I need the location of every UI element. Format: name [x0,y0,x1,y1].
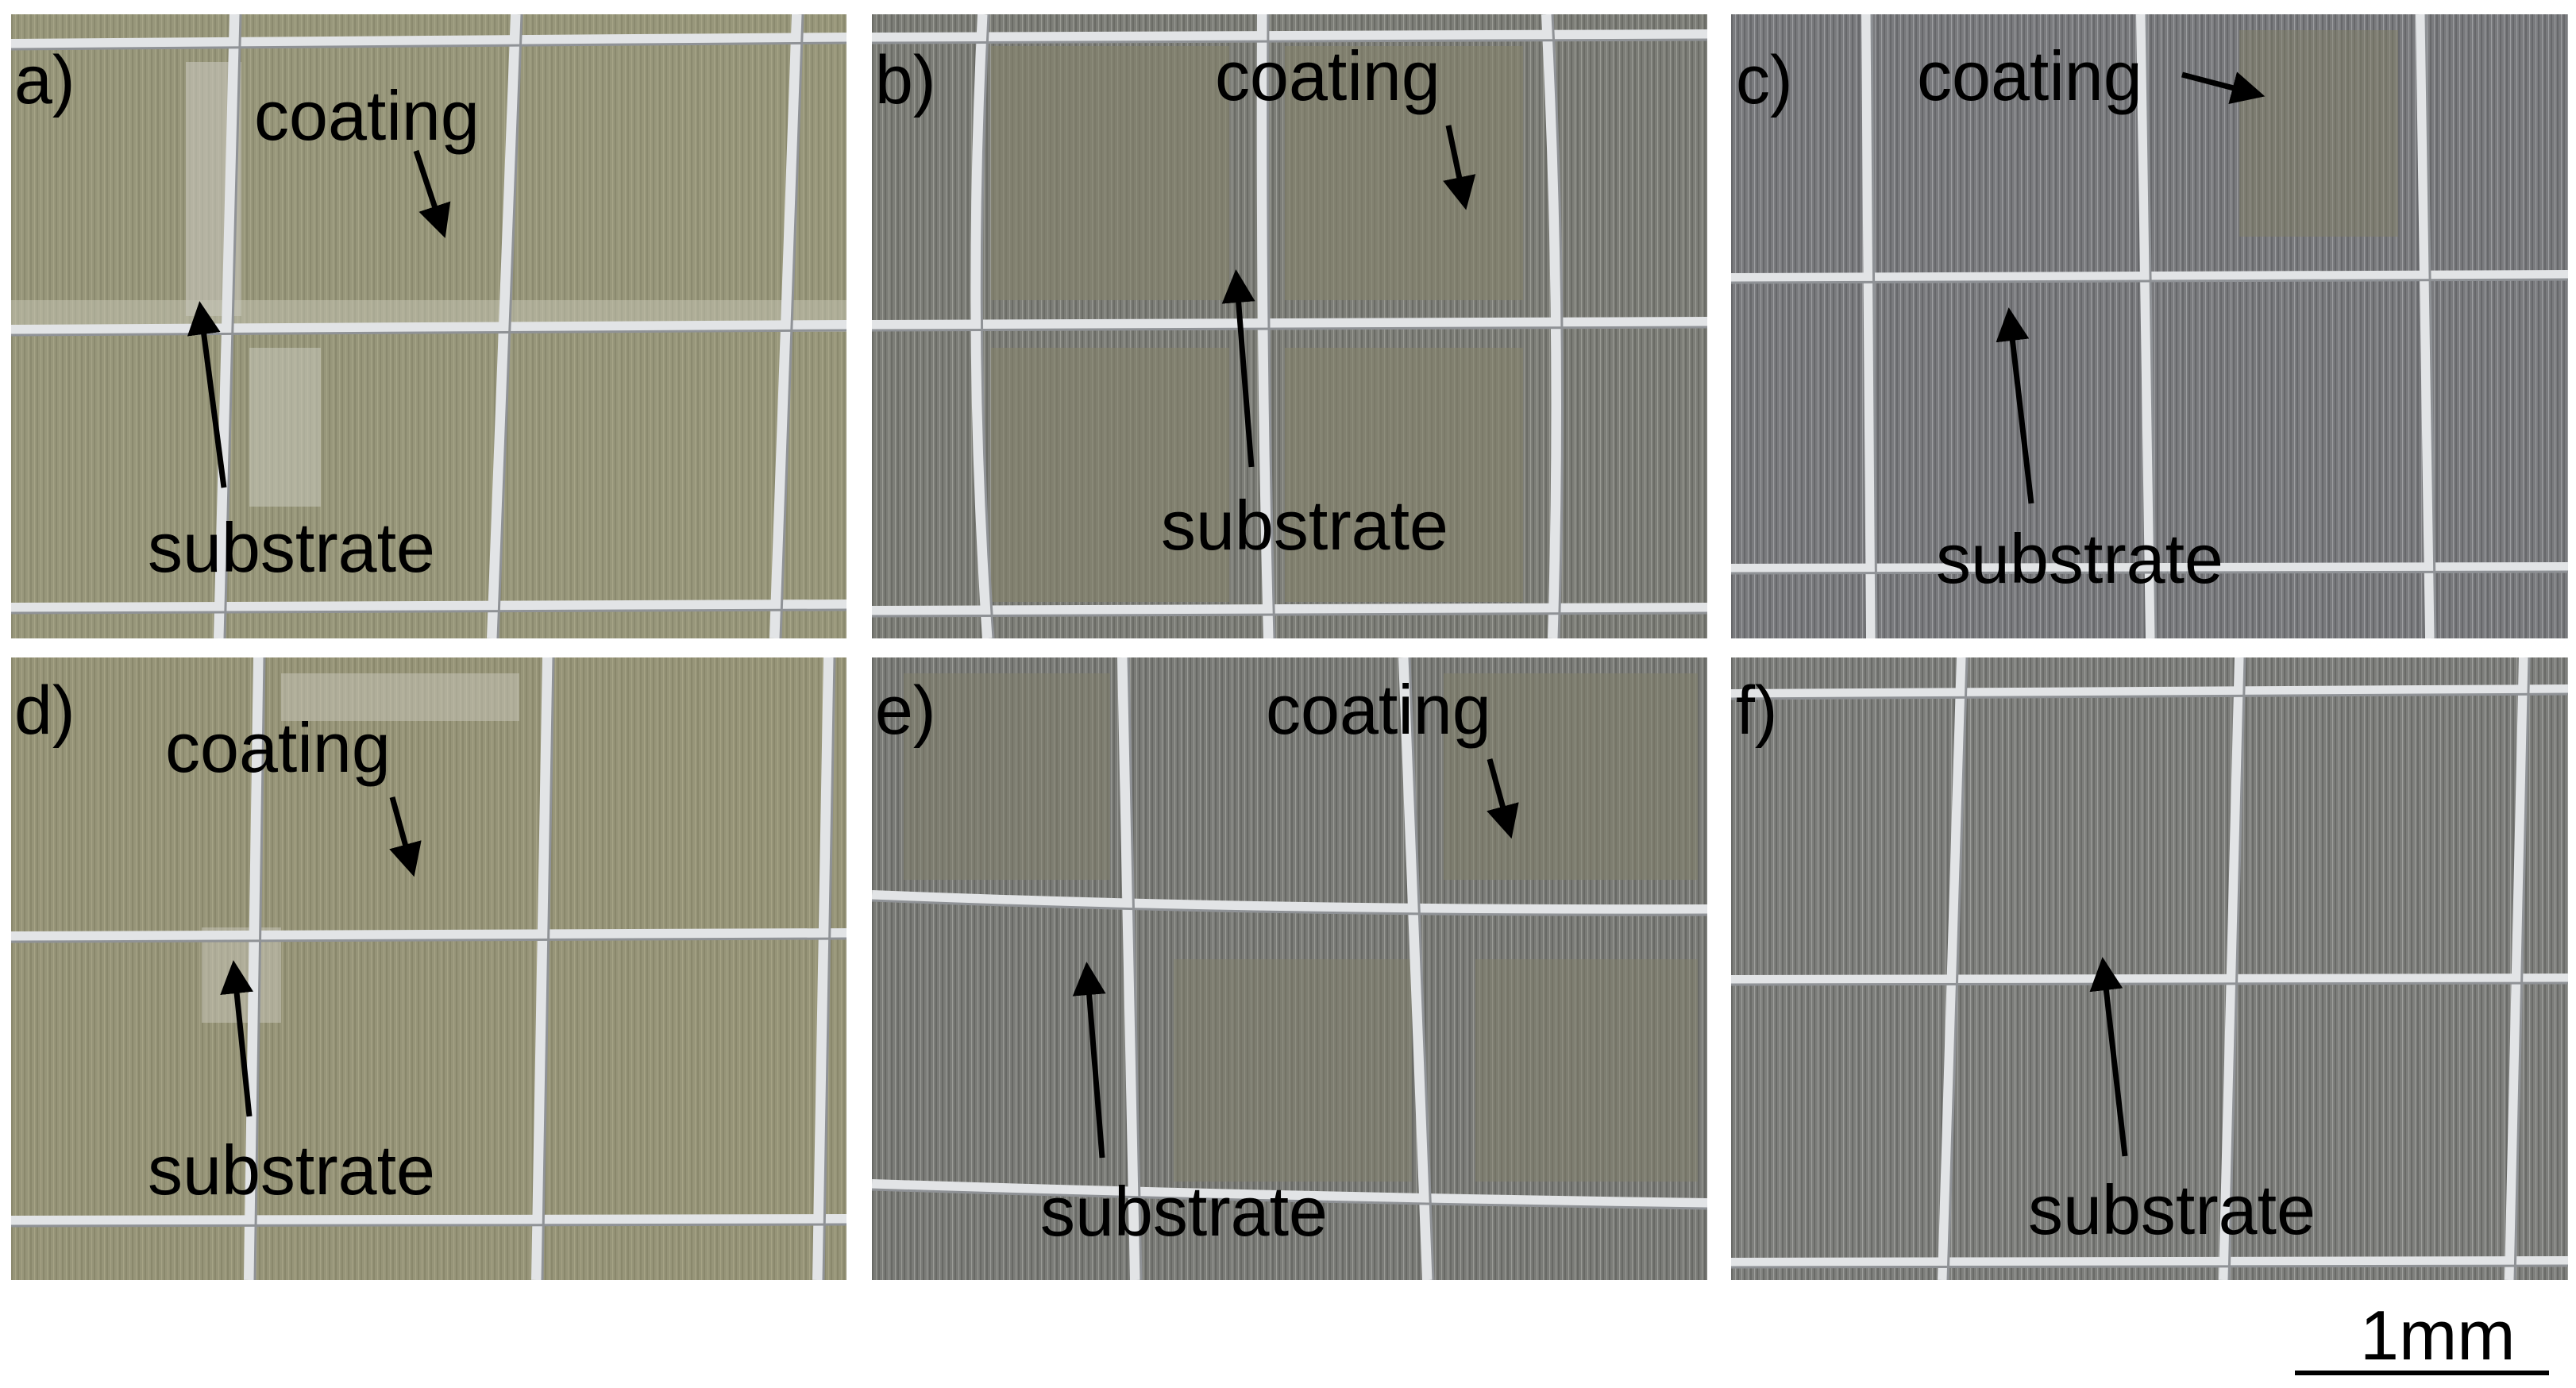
scale-bar: 1mm [2287,1301,2557,1380]
scale-bar-line [2295,1371,2549,1375]
panel-label: a) [14,42,75,118]
panel-label: b) [875,42,936,118]
coating-label: coating [254,76,480,155]
micrograph-e [872,657,1707,1280]
panel-label: d) [14,673,75,749]
micrograph-a [11,14,846,638]
panel-a: a) coating substrate [11,14,846,638]
substrate-label: substrate [1161,486,1448,565]
substrate-label: substrate [1040,1172,1328,1251]
panel-e: e) coating substrate [872,657,1707,1280]
panel-c: c) coating substrate [1731,14,2568,638]
panel-f: f) substrate [1731,657,2568,1280]
scale-bar-label: 1mm [2360,1296,2516,1375]
substrate-label: substrate [148,508,435,587]
panel-b: b) coating substrate [872,14,1707,638]
micrograph-f [1731,657,2568,1280]
substrate-label: substrate [2028,1170,2316,1249]
substrate-label: substrate [1936,519,2223,598]
panel-label: e) [875,673,936,749]
coating-label: coating [1215,37,1440,115]
panel-label: c) [1736,42,1793,118]
micrograph-b [872,14,1707,638]
panel-label: f) [1736,673,1778,749]
panel-d: d) coating substrate [11,657,846,1280]
micrograph-c [1731,14,2568,638]
micrograph-d [11,657,846,1280]
substrate-label: substrate [148,1131,435,1209]
coating-label: coating [165,708,391,787]
coating-label: coating [1266,670,1491,749]
coating-label: coating [1917,37,2142,115]
